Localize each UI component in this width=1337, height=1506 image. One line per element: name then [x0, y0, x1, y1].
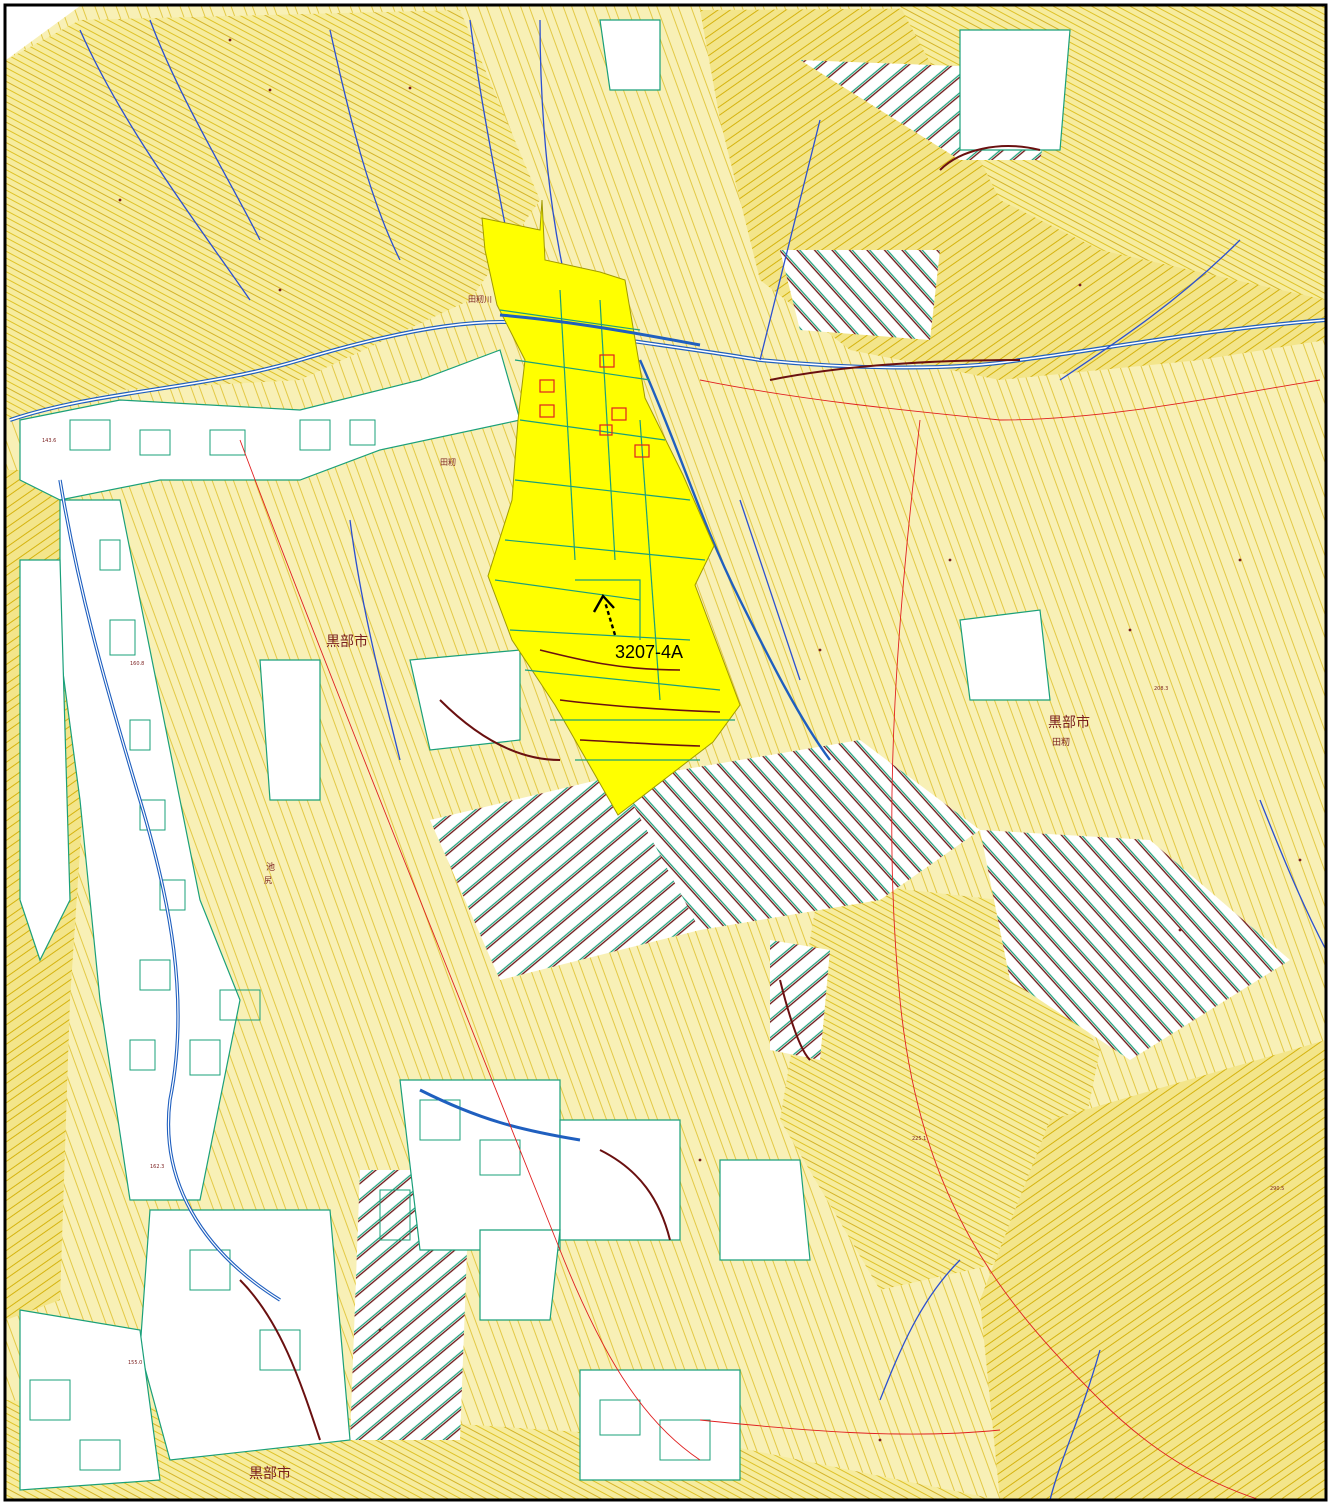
terraced-fields-north-2: [780, 250, 940, 340]
elevation-label: 225.1: [912, 1136, 926, 1142]
terraced-fields-small: [770, 940, 830, 1060]
streams: [79, 19, 1327, 1501]
terraced-fields-center: [430, 770, 700, 980]
parcel-subdivisions: [494, 289, 735, 761]
elevation-label: 162.3: [150, 1164, 164, 1170]
terraced-fields-east: [980, 830, 1290, 1060]
main-road: [9, 318, 1327, 1302]
place-label-kurobe-west: 黒部市: [326, 633, 368, 650]
place-label-tanagawa-center: 田籾: [440, 457, 456, 467]
place-label-ike: 池: [266, 861, 275, 873]
place-label-kurobe-east: 黒部市: [1048, 714, 1090, 731]
spot-height-markers: [118, 38, 1302, 1442]
north-arrow-icon: [592, 593, 617, 636]
place-label-tanagawa-river: 田籾川: [468, 294, 492, 304]
admin-boundary: [239, 379, 1321, 1501]
building-outlines: [29, 419, 711, 1471]
elevation-label: 208.3: [1154, 686, 1168, 692]
elevation-label: 290.5: [1270, 1186, 1284, 1192]
terrain-north-west: [6, 10, 540, 420]
parcel-scarps: [539, 649, 721, 747]
parcel-red-outlines: [539, 354, 650, 458]
map-frame: [3, 3, 1328, 1502]
terraced-fields-middle: [620, 740, 980, 930]
place-label-kurobe-south: 黒部市: [249, 1465, 291, 1482]
highlighted-parcel: [481, 199, 741, 816]
elevation-label: 143.6: [42, 438, 56, 444]
place-label-ike-2: 尻: [264, 876, 272, 885]
place-label-tanagawa-east: 田籾: [1052, 736, 1070, 748]
elevation-label: 155.0: [128, 1360, 142, 1366]
terrain-south-east: [980, 1040, 1326, 1500]
elevation-label: 160.8: [130, 661, 144, 667]
parcel-number-label: 3207-4A: [615, 642, 683, 662]
terrace-scarps: [239, 145, 1041, 1441]
